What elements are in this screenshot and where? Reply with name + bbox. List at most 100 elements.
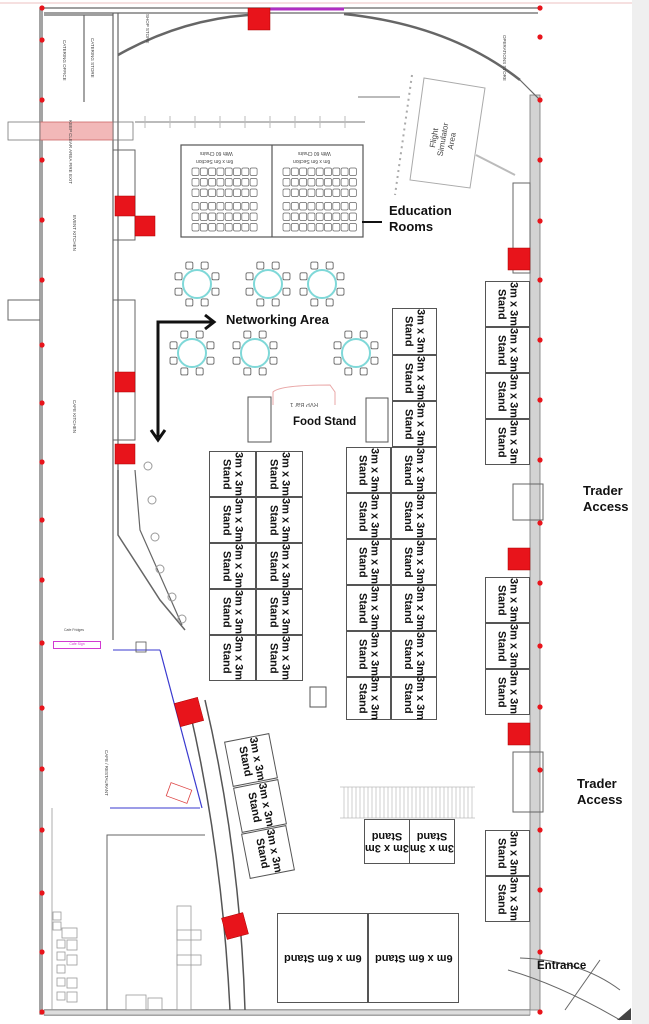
room-label-event-kitchen: EVENT KITCHEN (72, 215, 77, 251)
fire-point-marker (537, 580, 543, 586)
fire-point-marker (39, 890, 45, 896)
stand-6x6: 6m x 6m Stand (277, 913, 368, 1003)
chair (208, 202, 216, 211)
scrollbar[interactable] (632, 0, 649, 1024)
food-stand-label: Food Stand (293, 416, 357, 428)
chair (243, 330, 252, 339)
chair (249, 188, 258, 197)
trader-access-label-2: Trader Access (577, 776, 623, 808)
fire-equipment-block (221, 912, 249, 940)
chair (307, 202, 316, 211)
stand-label: 6m x 6m Stand (374, 952, 453, 964)
chair (206, 356, 215, 365)
chair (169, 356, 178, 365)
room-label-fire-exit: KEEP CLEAR AREA FIRE EXIT (68, 120, 73, 184)
chair (199, 212, 208, 221)
stand-word: Stand (495, 380, 508, 412)
fire-equipment-block (114, 371, 136, 393)
chair (332, 167, 341, 176)
chair (336, 287, 345, 296)
stand-size: 3m x 3m (368, 676, 381, 721)
chair (174, 287, 183, 296)
table-top (240, 338, 270, 368)
chair (307, 188, 316, 197)
trader-access-1-line2: Access (583, 499, 629, 514)
chair (282, 287, 291, 296)
chair (282, 167, 291, 176)
education-rooms-label-line1: Education (389, 203, 452, 218)
chair (340, 202, 349, 211)
chair (359, 367, 368, 376)
chair (233, 178, 241, 187)
food-stand-structure (247, 384, 389, 708)
chair (258, 330, 267, 339)
chair (199, 202, 208, 211)
chair (208, 212, 216, 221)
chair (174, 272, 183, 281)
stand-word: Stand (495, 426, 508, 458)
stand-size: 3m x 3m (232, 635, 245, 681)
chair (310, 298, 319, 307)
stand-size: 3m x 3m (414, 585, 426, 631)
stand-word: Stand (220, 458, 233, 490)
chair (208, 178, 216, 187)
fire-point-marker (39, 400, 45, 406)
stand-word: Stand (267, 550, 280, 582)
stand-word: Stand (220, 550, 233, 582)
fire-point-marker (39, 705, 45, 711)
table-top (253, 269, 283, 299)
fire-point-marker (537, 1009, 543, 1015)
table-top (307, 269, 337, 299)
chair (216, 178, 225, 187)
chair (269, 356, 278, 365)
chair (370, 341, 379, 350)
stand-size: 3m x 3m (507, 327, 520, 373)
stand-word: Stand (402, 362, 415, 394)
stand-word: Stand (220, 504, 233, 536)
chair (241, 188, 250, 197)
fire-point-marker (537, 5, 543, 11)
stand-size: 3m x 3m (368, 493, 381, 539)
stand-size: 3m x 3m (279, 543, 292, 589)
chair (324, 223, 332, 232)
stand-size: 3m x 3m (507, 419, 520, 465)
chair (315, 212, 324, 221)
chair (315, 223, 324, 232)
chair (249, 223, 258, 232)
edu-section-sub-left: 6m x 6m Section (196, 158, 234, 164)
chair (233, 212, 241, 221)
chair (332, 178, 341, 187)
chair (290, 202, 299, 211)
chair (340, 188, 349, 197)
stand-size: 3m x 3m (507, 577, 520, 623)
trader-access-label-1: Trader Access (583, 483, 629, 515)
fire-point-marker (537, 520, 543, 526)
chair (332, 212, 341, 221)
stand-size: 3m x 3m (414, 631, 426, 677)
stand-word: Stand (402, 316, 415, 347)
right-wall (529, 94, 541, 1011)
fire-point-marker (39, 37, 45, 43)
stand-size: 3m x 3m (507, 876, 520, 922)
room-label-catering-office: CATERING OFFICE (62, 40, 67, 81)
fire-point-marker (537, 704, 543, 710)
fire-point-marker (537, 97, 543, 103)
fire-point-marker (537, 827, 543, 833)
